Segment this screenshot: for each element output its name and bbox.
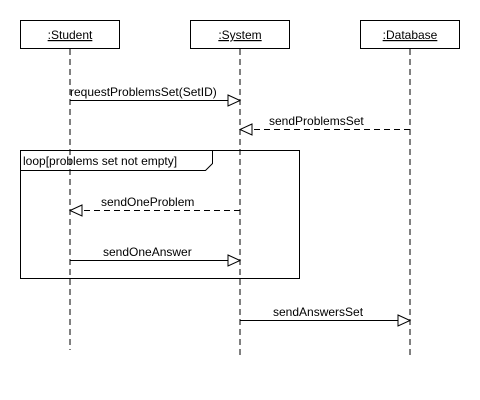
participant-student-box (20, 20, 120, 49)
message-label: sendProblemsSet (269, 114, 364, 128)
open-triangle-arrow-icon (227, 254, 242, 267)
open-triangle-arrow-icon (397, 314, 412, 327)
participant-system-box (190, 20, 290, 49)
participant-database[interactable]: :Database (360, 20, 460, 49)
message-send-one-problem[interactable]: sendOneProblem (68, 195, 240, 217)
loop-label: loop[problems set not empty] (23, 154, 177, 168)
participant-system[interactable]: :System (190, 20, 290, 49)
message-label: requestProblemsSet(SetID) (70, 85, 217, 99)
participant-system-label: :System (218, 28, 261, 42)
participant-database-box (360, 20, 460, 49)
message-label: sendAnswersSet (273, 305, 364, 319)
message-label: sendOneProblem (101, 195, 194, 209)
message-label: sendOneAnswer (103, 245, 192, 259)
loop-fragment[interactable]: loop[problems set not empty] (20, 150, 300, 279)
open-triangle-arrow-icon (68, 204, 83, 217)
message-request-problems-set[interactable]: requestProblemsSet(SetID) (70, 85, 242, 107)
loop-frame (20, 150, 300, 279)
open-triangle-arrow-icon (227, 94, 242, 107)
participant-student[interactable]: :Student (20, 20, 120, 49)
participant-student-label: :Student (48, 28, 93, 42)
participant-database-label: :Database (383, 28, 438, 42)
message-send-answers-set[interactable]: sendAnswersSet (240, 305, 412, 327)
loop-label-tab (20, 150, 213, 171)
message-send-one-answer[interactable]: sendOneAnswer (70, 245, 242, 267)
open-triangle-arrow-icon (238, 123, 253, 136)
message-send-problems-set[interactable]: sendProblemsSet (238, 114, 410, 136)
